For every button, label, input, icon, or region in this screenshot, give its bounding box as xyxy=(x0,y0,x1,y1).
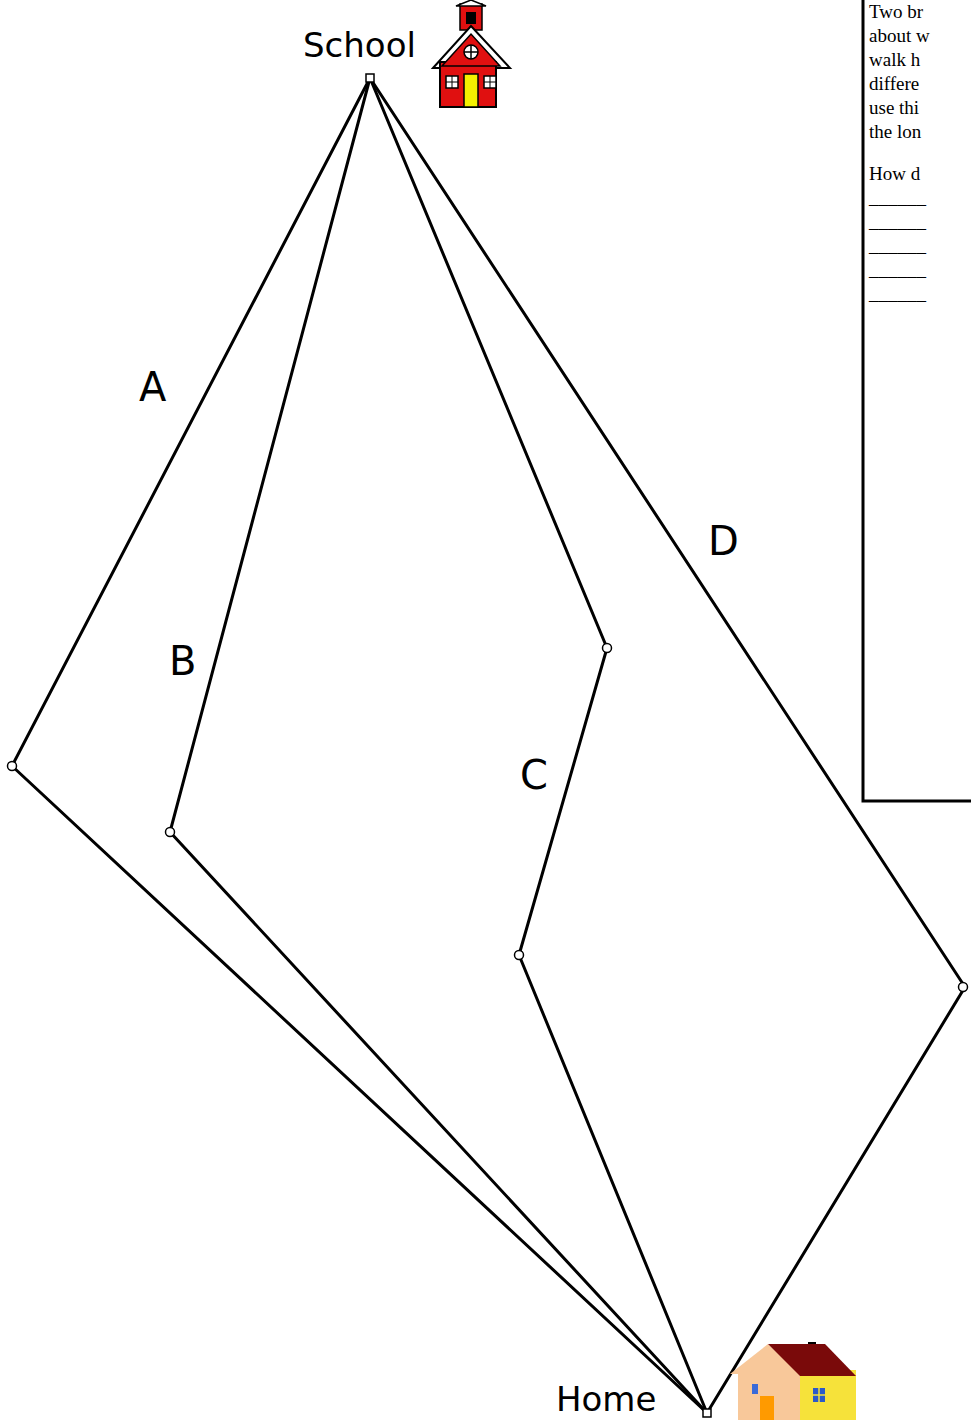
vertex-dot xyxy=(959,983,968,992)
route-letter: A xyxy=(137,364,168,410)
answer-line: ______ xyxy=(869,211,926,233)
vertex-dot xyxy=(166,828,175,837)
route-a-line xyxy=(12,78,707,1413)
route-c-line xyxy=(370,78,707,1413)
question-text: How d xyxy=(869,163,920,185)
route-d-line xyxy=(370,78,965,1413)
question-text: Two br xyxy=(869,1,923,23)
vertex-dot xyxy=(603,644,612,653)
route-b-line xyxy=(170,78,707,1413)
question-text: walk h xyxy=(869,49,920,71)
place-name: Home xyxy=(556,1380,656,1419)
vertex-dot xyxy=(515,951,524,960)
place-name: School xyxy=(303,26,416,65)
home-icon xyxy=(730,1342,856,1420)
answer-line: ______ xyxy=(869,283,926,305)
question-text: use thi xyxy=(869,97,919,119)
question-panel xyxy=(863,0,971,801)
vertex-dot xyxy=(703,1409,711,1417)
answer-line: ______ xyxy=(869,187,926,209)
route-letter: B xyxy=(167,638,198,684)
question-text: about w xyxy=(869,25,930,47)
answer-line: ______ xyxy=(869,235,926,257)
vertex-dot xyxy=(8,762,17,771)
question-text: the lon xyxy=(869,121,921,143)
route-letter: D xyxy=(706,518,741,564)
answer-line: ______ xyxy=(869,259,926,281)
question-text: differe xyxy=(869,73,919,95)
school-icon xyxy=(433,0,510,107)
route-letter: C xyxy=(518,752,550,798)
vertex-dot xyxy=(366,74,374,82)
